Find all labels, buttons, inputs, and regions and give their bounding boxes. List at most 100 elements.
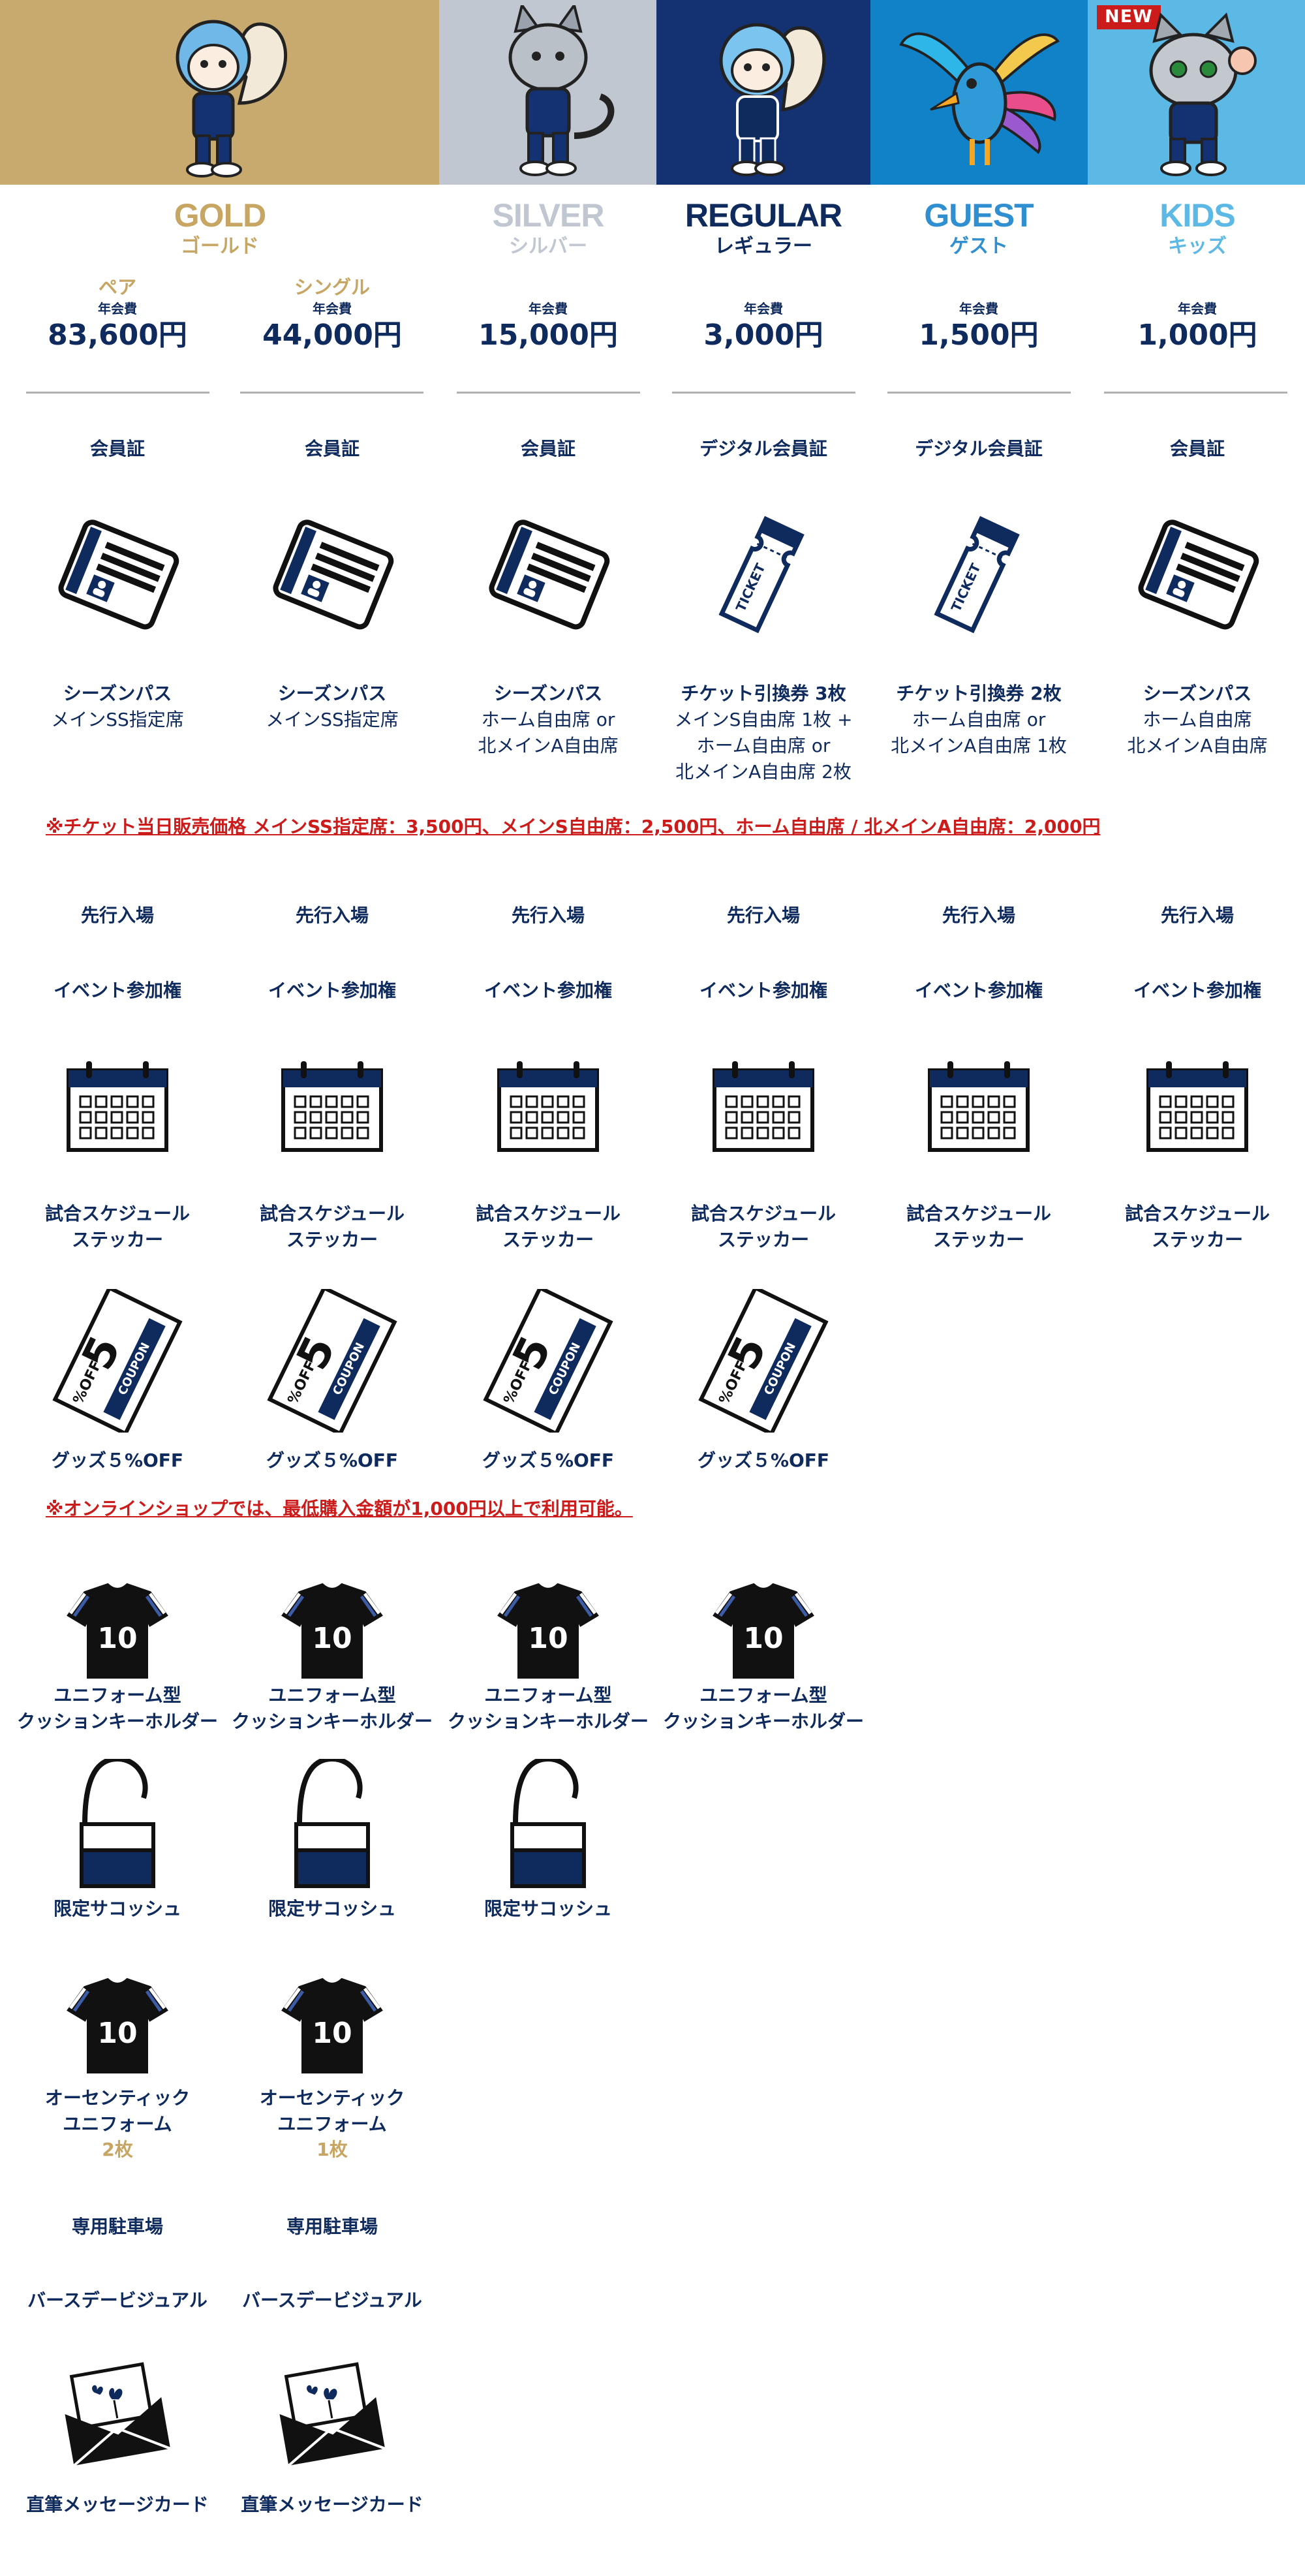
- sacoche-bag-icon: [65, 1756, 170, 1892]
- new-badge: NEW: [1097, 5, 1161, 29]
- pass-title: シーズンパス: [1143, 683, 1252, 704]
- goods-discount-label: グッズ５%OFF: [266, 1450, 399, 1471]
- tier-name-en: REGULAR: [684, 197, 842, 234]
- uniform-label: ユニフォーム: [63, 2113, 172, 2135]
- authentic-uniform-icon: 10: [273, 1974, 391, 2081]
- tier-guest: GUEST ゲスト: [924, 196, 1034, 258]
- event-participation-label: イベント参加権: [914, 980, 1043, 1001]
- keyholder-label: ユニフォーム型: [699, 1684, 827, 1706]
- pass-seat-detail: メインSS指定席: [266, 709, 399, 730]
- tier-header-row: NEW: [0, 0, 1305, 185]
- pass-seat-detail: ホーム自由席 or: [912, 709, 1046, 730]
- membership-card-icon: [1135, 516, 1259, 642]
- keyholder-label: ユニフォーム型: [268, 1684, 396, 1706]
- svg-text:10: 10: [528, 1622, 568, 1655]
- tier-gold: GOLD ゴールド: [174, 196, 266, 258]
- calendar-icon: [494, 1057, 602, 1158]
- birthday-visual-label: バースデービジュアル: [242, 2289, 422, 2311]
- fee-label: 年会費: [1178, 301, 1217, 317]
- sticker-label: ステッカー: [502, 1229, 594, 1250]
- guest-header: [870, 0, 1088, 185]
- early-entry-label: 先行入場: [80, 905, 154, 926]
- pass-seat-detail: 北メインA自由席: [478, 735, 619, 756]
- event-participation-label: イベント参加権: [484, 980, 612, 1001]
- tier-name-en: KIDS: [1159, 197, 1235, 234]
- divider: [1104, 392, 1287, 394]
- card-title: 会員証: [89, 438, 145, 459]
- uniform-count: 1枚: [316, 2139, 348, 2160]
- squirrel-mascot-icon: [719, 23, 826, 176]
- tier-name-jp: レギュラー: [714, 235, 812, 258]
- plan-price: 年会費 15,000円: [453, 274, 643, 354]
- divider: [887, 392, 1071, 394]
- calendar-icon: [278, 1057, 386, 1158]
- birthday-visual-label: バースデービジュアル: [27, 2289, 207, 2311]
- goods-discount-label: グッズ５%OFF: [697, 1450, 830, 1471]
- uniform-keyholder-icon: 10: [273, 1579, 391, 1686]
- tier-name-en: GOLD: [174, 197, 266, 234]
- early-entry-label: 先行入場: [1160, 905, 1234, 926]
- goods-discount-label: グッズ５%OFF: [482, 1450, 615, 1471]
- fee-amount: 1,500円: [919, 318, 1039, 352]
- regular-header: [656, 0, 870, 185]
- plan-kind: [669, 274, 858, 300]
- plan-kind: シングル: [294, 276, 370, 298]
- message-card-label: 直筆メッセージカード: [241, 2494, 423, 2515]
- tier-regular: REGULAR レギュラー: [685, 196, 842, 258]
- tier-name-en: SILVER: [492, 197, 605, 234]
- sticker-label: 試合スケジュール: [259, 1203, 405, 1224]
- card-title: 会員証: [304, 438, 360, 459]
- calendar-icon: [63, 1057, 172, 1158]
- plan-price: シングル 年会費 44,000円: [238, 274, 427, 354]
- pass-seat-detail: メインS自由席 1枚 +: [674, 709, 853, 730]
- early-entry-label: 先行入場: [295, 905, 369, 926]
- svg-text:10: 10: [312, 2017, 352, 2050]
- plan-kind: ペア: [98, 276, 136, 298]
- card-title: 会員証: [1169, 438, 1225, 459]
- pass-seat-detail: メインSS指定席: [51, 709, 184, 730]
- pass-seat-detail: 北メインA自由席: [1127, 735, 1268, 756]
- plan-price: 年会費 1,000円: [1103, 274, 1292, 354]
- parking-label: 専用駐車場: [286, 2216, 378, 2237]
- sacoche-label: 限定サコッシュ: [268, 1898, 396, 1919]
- calendar-icon: [709, 1057, 818, 1158]
- plan-kind: [453, 274, 643, 300]
- event-participation-label: イベント参加権: [699, 980, 827, 1001]
- gold-header: [0, 0, 439, 185]
- coupon-note: ※オンラインショップでは、最低購入金額が1,000円以上で利用可能。: [46, 1498, 633, 1519]
- fee-label: 年会費: [313, 301, 352, 317]
- card-title: デジタル会員証: [699, 438, 827, 459]
- keyholder-label: ユニフォーム型: [484, 1684, 612, 1706]
- early-entry-label: 先行入場: [726, 905, 800, 926]
- bird-mascot-icon: [898, 32, 1060, 165]
- tier-name-en: GUEST: [924, 197, 1034, 234]
- fee-label: 年会費: [744, 301, 783, 317]
- message-card-icon: [59, 2353, 176, 2470]
- pass-seat-detail: 北メインA自由席 1枚: [891, 735, 1067, 756]
- divider: [240, 392, 423, 394]
- divider: [672, 392, 855, 394]
- uniform-keyholder-icon: 10: [489, 1579, 607, 1686]
- keyholder-label: クッションキーホルダー: [662, 1711, 864, 1732]
- fee-amount: 83,600円: [48, 318, 187, 352]
- sacoche-label: 限定サコッシュ: [484, 1898, 612, 1919]
- svg-text:10: 10: [97, 2017, 137, 2050]
- event-participation-label: イベント参加権: [268, 980, 396, 1001]
- uniform-label: ユニフォーム: [277, 2113, 387, 2135]
- calendar-icon: [925, 1057, 1033, 1158]
- divider: [26, 392, 209, 394]
- fee-label: 年会費: [959, 301, 998, 317]
- pass-title: シーズンパス: [277, 683, 387, 704]
- sacoche-bag-icon: [280, 1756, 384, 1892]
- pass-seat-detail: ホーム自由席 or: [696, 735, 831, 756]
- uniform-label: オーセンティック: [44, 2087, 191, 2109]
- ticket-price-note: ※チケット当日販売価格 メインSS指定席：3,500円、メインS自由席：2,50…: [46, 816, 1101, 837]
- goods-discount-label: グッズ５%OFF: [51, 1450, 184, 1471]
- fee-amount: 3,000円: [703, 318, 823, 352]
- plan-price: 年会費 3,000円: [669, 274, 858, 354]
- event-participation-label: イベント参加権: [53, 980, 181, 1001]
